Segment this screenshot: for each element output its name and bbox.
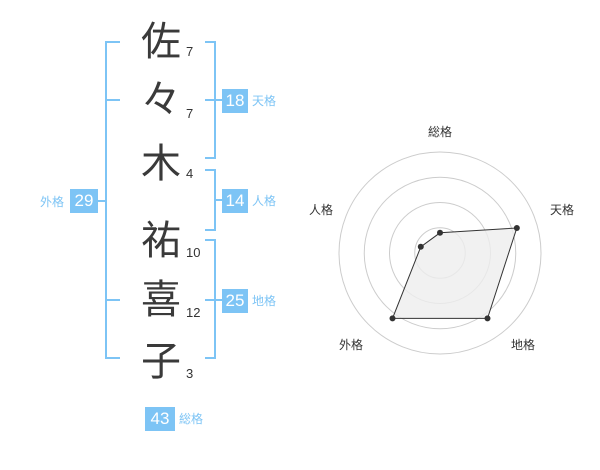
jinkaku-label: 人格 xyxy=(252,194,277,208)
chikaku-badge: 25 xyxy=(222,289,248,313)
gaikaku-label: 外格 xyxy=(40,195,65,209)
radar-polygon xyxy=(391,227,518,319)
radar-axis-label-gaikaku: 外格 xyxy=(339,338,364,352)
radar-ring-3 xyxy=(363,176,517,330)
stroke-count-1: 7 xyxy=(186,44,194,59)
radar-point-2 xyxy=(513,225,520,232)
radar-axis-label-chikaku: 地格 xyxy=(511,338,536,352)
radar-point-1 xyxy=(437,229,443,236)
radar-point-4 xyxy=(389,315,396,322)
tenkaku-label: 天格 xyxy=(252,94,277,108)
name-char-1: 佐 xyxy=(141,19,181,65)
stroke-count-6: 3 xyxy=(186,366,194,381)
soukaku-label: 総格 xyxy=(179,412,204,426)
radar-ring-4 xyxy=(338,151,542,355)
stroke-count-3: 4 xyxy=(186,166,194,181)
soukaku-badge: 43 xyxy=(145,407,175,431)
stroke-count-4: 10 xyxy=(186,245,201,260)
name-char-6: 子 xyxy=(141,339,181,385)
radar-axis-label-tenkaku: 天格 xyxy=(550,203,575,217)
gaikaku-badge: 29 xyxy=(70,189,98,213)
radar-points xyxy=(389,225,520,322)
stroke-count-2: 7 xyxy=(186,106,194,121)
chikaku-label: 地格 xyxy=(252,294,277,308)
tenkaku-badge: 18 xyxy=(222,89,248,113)
radar-axis-label-jinkaku: 人格 xyxy=(309,203,334,217)
radar-point-3 xyxy=(484,315,491,322)
name-char-5: 喜 xyxy=(141,277,181,323)
radar-point-5 xyxy=(417,243,424,250)
stroke-count-5: 12 xyxy=(186,305,201,320)
name-char-4: 祐 xyxy=(141,218,181,264)
radar-axis-label-soukaku: 総格 xyxy=(428,125,453,139)
name-char-2: 々 xyxy=(141,77,181,123)
jinkaku-badge: 14 xyxy=(222,189,248,213)
name-char-3: 木 xyxy=(141,141,181,187)
